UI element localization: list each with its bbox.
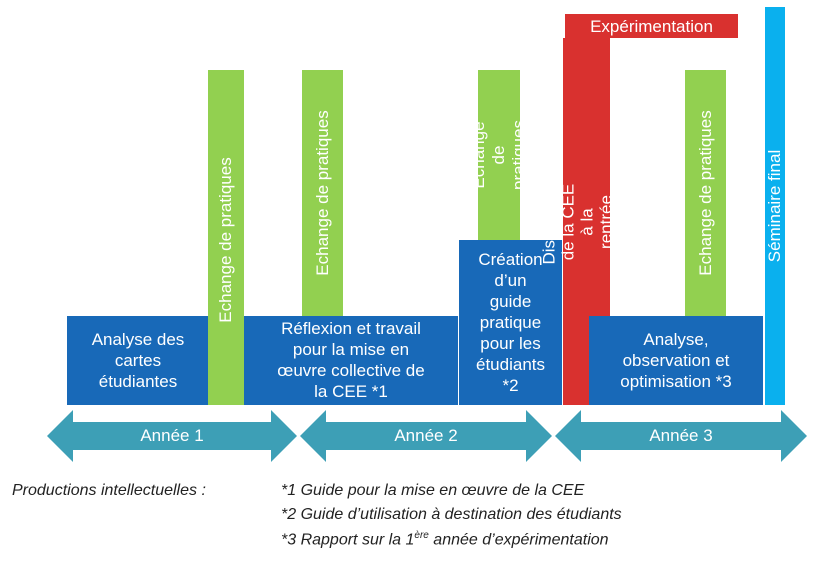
year-arrow-1: Année 1	[47, 410, 297, 462]
year-arrow-2: Année 2	[300, 410, 552, 462]
footnote-line-2: *2 Guide d’utilisation à destination des…	[281, 506, 622, 523]
analyse-observation-box: Analyse, observation et optimisation *3	[589, 316, 763, 405]
echange-pratiques-bar-3: Echange de pratiques	[469, 70, 528, 240]
analyse-cartes-box: Analyse des cartes étudiantes	[67, 316, 209, 405]
echange-pratiques-label-1: Echange de pratiques	[216, 157, 235, 323]
footnote-line-3: *3 Rapport sur la 1ère année d’expérimen…	[281, 530, 609, 549]
double-arrow-shape	[555, 410, 807, 462]
experimentation-label: Expérimentation	[590, 16, 713, 36]
double-arrow-shape	[300, 410, 552, 462]
footnote-line-3-sup: ère	[414, 530, 429, 541]
year-label-1: Année 1	[140, 426, 204, 445]
reflexion-box: Réflexion et travail pour la mise en œuv…	[244, 316, 458, 405]
analyse-observation-label: Analyse, observation et optimisation *3	[620, 330, 732, 391]
creation-guide-box: Création d’un guide pratique pour les ét…	[459, 240, 562, 405]
echange-pratiques-label-4: Echange de pratiques	[695, 110, 715, 276]
footnote-line-3-b: année d’expérimentation	[428, 531, 609, 549]
year-arrow-3: Année 3	[555, 410, 807, 462]
reflexion-label: Réflexion et travail pour la mise en œuv…	[277, 319, 425, 401]
creation-guide-label: Création d’un guide pratique pour les ét…	[476, 250, 545, 395]
echange-pratiques-label-3: Echange de pratiques	[469, 120, 528, 190]
footnote-prefix: Productions intellectuelles :	[12, 482, 206, 499]
distribution-label: Distribution de la CEE à la rentrée 2021	[539, 179, 634, 265]
seminaire-bar: Séminaire final	[765, 7, 785, 405]
footnote-line-3-a: *3 Rapport sur la 1	[281, 531, 415, 549]
echange-pratiques-bar-4: Echange de pratiques	[685, 70, 726, 316]
year-label-2: Année 2	[394, 426, 458, 445]
echange-pratiques-bar-2: Echange de pratiques	[302, 70, 343, 316]
experimentation-header: Expérimentation	[565, 14, 738, 38]
echange-pratiques-bar-1: Echange de pratiques	[208, 70, 244, 405]
seminaire-label: Séminaire final	[765, 149, 784, 263]
footnote-line-1: *1 Guide pour la mise en œuvre de la CEE	[281, 482, 585, 499]
year-label-3: Année 3	[649, 426, 713, 445]
echange-pratiques-label-2: Echange de pratiques	[312, 110, 332, 276]
double-arrow-shape	[47, 410, 297, 462]
analyse-cartes-label: Analyse des cartes étudiantes	[91, 330, 185, 391]
